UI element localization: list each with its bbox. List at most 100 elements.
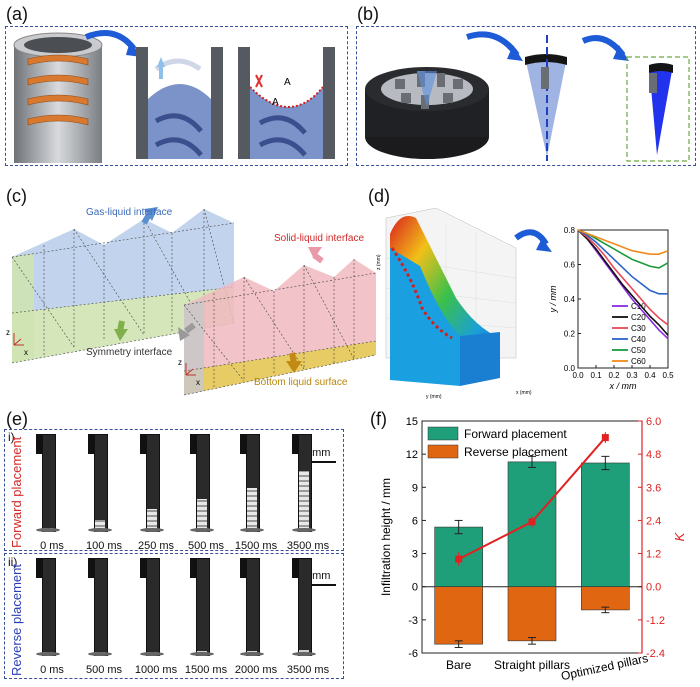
frame-row_i-1	[88, 434, 118, 534]
legend-label: Reverse placement	[464, 445, 568, 459]
y-tick-label: 0.2	[564, 330, 576, 339]
frame-row_i-3	[190, 434, 220, 534]
capillary-tube	[94, 558, 108, 656]
surface-ylabel: y (mm)	[426, 394, 442, 400]
solid-liquid-label: Solid-liquid interface	[274, 233, 364, 244]
time-label: 100 ms	[85, 540, 123, 552]
panel-a-label-a2: A	[272, 97, 279, 108]
legend-label-c60: C60	[631, 357, 646, 366]
y2-tick-label: 3.6	[646, 482, 661, 494]
bar-reverse	[434, 586, 483, 645]
liquid-base	[36, 528, 60, 532]
liquid-fill	[299, 649, 309, 654]
y-tick-label: 0.0	[564, 364, 576, 373]
surface-xlabel: x (mm)	[516, 390, 532, 396]
time-label: 1500 ms	[234, 540, 278, 552]
surface-zlabel: z (mm)	[376, 254, 382, 270]
tube-holder	[190, 558, 196, 578]
bar-reverse	[507, 586, 557, 642]
y2-tick-label: 1.2	[646, 549, 661, 561]
gas-liquid-label: Gas-liquid interface	[86, 207, 173, 218]
capillary-tube	[42, 434, 56, 532]
liquid-base	[36, 652, 60, 656]
liquid-base	[140, 652, 164, 656]
panel-b-frame	[356, 26, 696, 166]
panel-a-label: (a)	[6, 4, 28, 24]
y-tick-label: 3	[412, 549, 418, 561]
row-i-scale: 5mm	[306, 447, 331, 459]
y-tick-label: 0.4	[564, 295, 576, 304]
y2-tick-label: 0.0	[646, 582, 661, 594]
y-tick-label: 0.8	[564, 226, 576, 235]
capillary-tube	[196, 558, 210, 656]
row-ii-scale-bar	[306, 584, 336, 586]
liquid-base	[240, 528, 264, 532]
series-line-c40	[577, 229, 668, 295]
capillary-tube	[94, 434, 108, 532]
x-tick-label: 0.5	[662, 371, 674, 380]
frame-row_ii-1	[88, 558, 118, 658]
panel-a-frame	[5, 26, 348, 166]
frame-row_i-0	[36, 434, 66, 534]
tube-holder	[88, 434, 94, 454]
frame-row_i-4	[240, 434, 270, 534]
x-tick-label: Optimized pillars	[560, 651, 650, 683]
tube-holder	[292, 558, 298, 578]
panel-b-illustration	[365, 31, 690, 162]
frame-row_ii-5	[292, 558, 322, 658]
frame-row_i-5	[292, 434, 322, 534]
legend-label-c20: C20	[631, 313, 646, 322]
series-line-c20	[577, 229, 669, 336]
legend-label-c40: C40	[631, 335, 646, 344]
time-label: 3500 ms	[286, 540, 330, 552]
k-point	[601, 434, 609, 442]
panel-e-label: (e)	[6, 409, 28, 429]
legend-label-c30: C30	[631, 324, 646, 333]
y-axis-label: y / mm	[548, 285, 558, 313]
x-tick-label: Bare	[446, 658, 472, 672]
row-ii-scale: 5mm	[306, 570, 331, 582]
time-label: 1000 ms	[134, 664, 178, 676]
frame-row_ii-4	[240, 558, 270, 658]
time-label: 0 ms	[40, 540, 64, 552]
y-tick-label: 15	[406, 416, 418, 428]
panel-a-illustration: A A	[13, 30, 335, 163]
tube-holder	[88, 558, 94, 578]
axis-z-left: z	[6, 328, 10, 337]
y-tick-label: 0.6	[564, 261, 576, 270]
x-tick-label: 0.4	[644, 371, 656, 380]
liquid-base	[88, 652, 112, 656]
k-point	[528, 518, 536, 526]
time-label: 2000 ms	[234, 664, 278, 676]
x-tick-label: 0.2	[608, 371, 620, 380]
frame-row_ii-2	[140, 558, 170, 658]
y2-tick-label: 4.8	[646, 449, 661, 461]
y2-tick-label: -2.4	[646, 648, 665, 660]
frame-row_ii-0	[36, 558, 66, 658]
y-tick-label: 12	[406, 449, 418, 461]
y-tick-label: -6	[408, 648, 418, 660]
tube-holder	[240, 434, 246, 454]
liquid-base	[140, 528, 164, 532]
capillary-tube	[42, 558, 56, 656]
panel-d-label: (d)	[368, 186, 390, 206]
panel-c-illustration: z x z x Gas-liquid interface Solid-liqui…	[6, 207, 377, 396]
y2-tick-label: 6.0	[646, 416, 661, 428]
tube-holder	[140, 434, 146, 454]
panel-f-bar-chart: -6-303691215-2.4-1.20.01.22.43.64.86.0In…	[379, 416, 687, 683]
tube-holder	[36, 434, 42, 454]
row-i-index: i)	[8, 430, 15, 444]
series-line-c50	[577, 229, 669, 269]
time-label: 500 ms	[85, 664, 123, 676]
row-ii-title: Reverse placement	[9, 564, 24, 676]
x-tick-label: 0.1	[590, 371, 602, 380]
liquid-base	[240, 652, 264, 656]
time-label: 250 ms	[137, 540, 175, 552]
y2-tick-label: -1.2	[646, 615, 665, 627]
panel-e-frame-row-i	[4, 429, 344, 551]
liquid-base	[190, 528, 214, 532]
y2-axis-label: K	[672, 531, 687, 541]
x-tick-label: 0.0	[572, 371, 584, 380]
legend-label-c10: C10	[631, 302, 646, 311]
